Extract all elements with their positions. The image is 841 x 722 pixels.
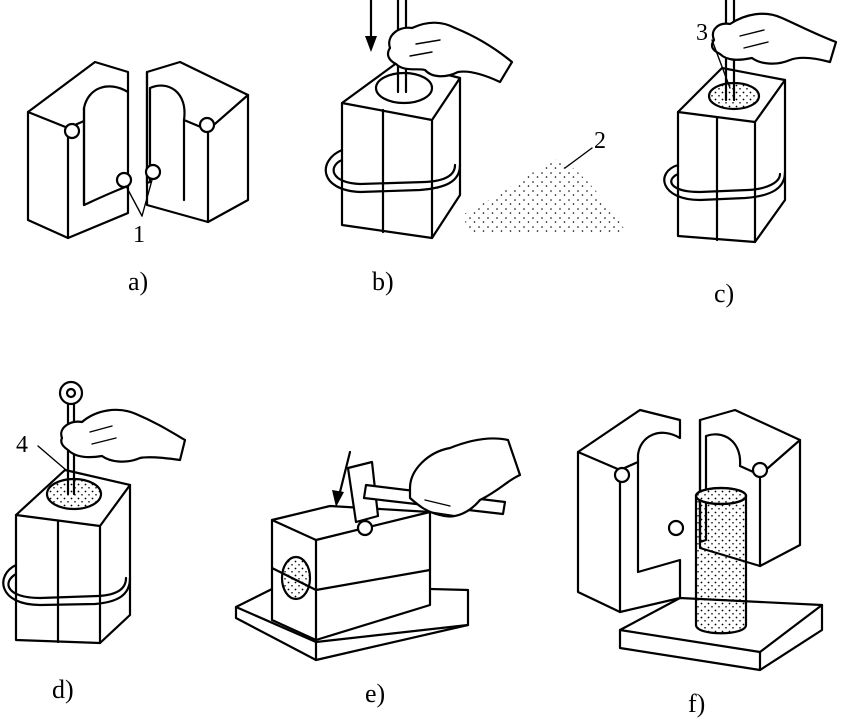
callout-3: 3 [696, 20, 708, 46]
hand-icon [710, 12, 838, 65]
panel-label-a: a) [128, 267, 148, 296]
panel-d: 4 d) [2, 380, 187, 704]
callout-4: 4 [16, 432, 28, 458]
core-box-closed [676, 66, 787, 244]
leader-line-2 [564, 147, 593, 169]
callout-1: 1 [133, 222, 145, 248]
clamp-band [2, 563, 132, 607]
panel-b: 2 b) [324, 0, 628, 296]
panel-label-c: c) [714, 279, 734, 308]
panel-label-d: d) [52, 675, 74, 704]
leader-line-1a [125, 185, 143, 217]
panel-label-b: b) [372, 267, 394, 296]
finished-sand-core [694, 486, 748, 635]
right-box-half [144, 60, 250, 224]
callout-2: 2 [594, 128, 606, 154]
hand-icon [60, 408, 187, 463]
hand-icon [408, 437, 522, 518]
leader-line-4 [37, 445, 67, 471]
down-arrow-icon [332, 450, 352, 507]
panel-e: e) [234, 437, 522, 708]
panel-a: 1 a) [26, 60, 250, 296]
leader-line-1b [141, 179, 153, 217]
left-box-half [576, 408, 685, 614]
sand-pile [462, 158, 628, 235]
down-arrow-icon [365, 0, 377, 52]
left-box-half [26, 60, 133, 240]
clamp-band [663, 163, 787, 202]
core-box-closed [340, 60, 462, 240]
panel-c: 3 c) [663, 0, 838, 308]
hand-icon [386, 21, 514, 84]
clamp-band [324, 148, 462, 194]
leader-line-3 [711, 39, 731, 89]
core-box-sideways [270, 504, 432, 642]
panel-label-f: f) [688, 689, 705, 718]
core-box-closed [14, 468, 132, 645]
panel-label-e: e) [365, 679, 385, 708]
panel-f: f) [576, 408, 824, 718]
